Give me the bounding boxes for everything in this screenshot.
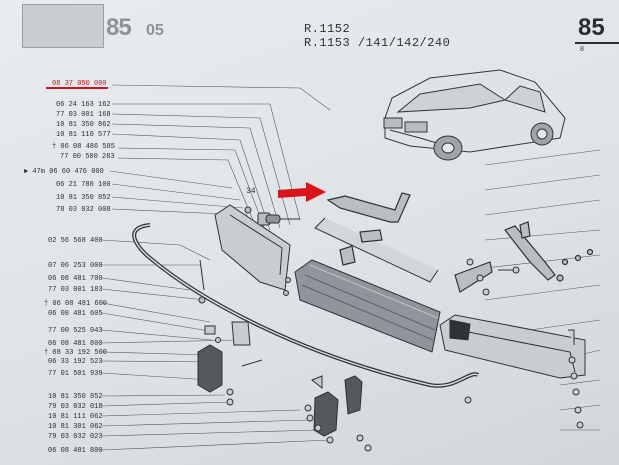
part-number: 06 33 192 523 [48,358,103,366]
part-number: 79 03 032 018 [48,403,103,411]
part-number: 77 00 525 043 [48,327,103,335]
highlight-underline [46,87,108,89]
part-number: 77 03 001 183 [48,286,103,294]
part-number: 10 81 350 862 [56,121,111,129]
part-number: 06 08 481 605 [48,310,103,318]
page-tab: 85 [578,14,605,41]
part-number: 10 81 110 577 [56,131,111,139]
page-tab-sub: 8 [580,46,584,53]
model-line-1: R.1152 [304,22,351,36]
part-number: 10 81 301 062 [48,423,103,431]
part-number: 79 03 032 023 [48,433,103,441]
bumper-left-end [214,204,291,291]
part-number: † 06 08 486 585 [52,143,116,151]
model-line-2: R.1153 /141/142/240 [304,36,451,50]
part-number: 10 81 111 062 [48,413,103,421]
part-number: ► 47m 06 60 476 000 [24,168,104,176]
part-number: 06 08 481 800 [48,340,103,348]
page-tab-rule [575,42,619,44]
part-number: 06 24 163 162 [56,101,111,109]
red-arrow-icon [278,182,326,202]
part-number: 07 06 253 000 [48,262,103,270]
car-illustration [383,69,566,161]
part-number: 10 81 350 852 [48,393,103,401]
horn-left [197,344,223,393]
part-number: † 08 33 192 500 [44,349,108,357]
section-number: 85 [106,14,132,41]
upper-bracket [326,192,411,223]
part-number: 78 03 032 008 [56,206,111,214]
part-number: 02 56 568 400 [48,237,103,245]
horn-right [313,391,339,437]
part-number: 10 81 350 852 [56,194,111,202]
part-number: 77 00 500 283 [60,153,115,161]
part-number: 77 03 001 168 [56,111,111,119]
bumper-right-end [439,314,586,379]
center-grille [294,259,441,353]
part-number: 06 08 481 800 [48,447,103,455]
section-suffix: 05 [146,22,164,39]
part-number: 77 01 501 939 [48,370,103,378]
part-number: † 06 08 481 600 [44,300,108,308]
car-thumbnail [22,4,104,48]
bracket-right [454,261,493,293]
callout-number: 34 [246,187,256,196]
part-number: 06 21 780 100 [56,181,111,189]
part-number: 08 37 050 000 [52,80,107,88]
part-number: 06 08 481 700 [48,275,103,283]
